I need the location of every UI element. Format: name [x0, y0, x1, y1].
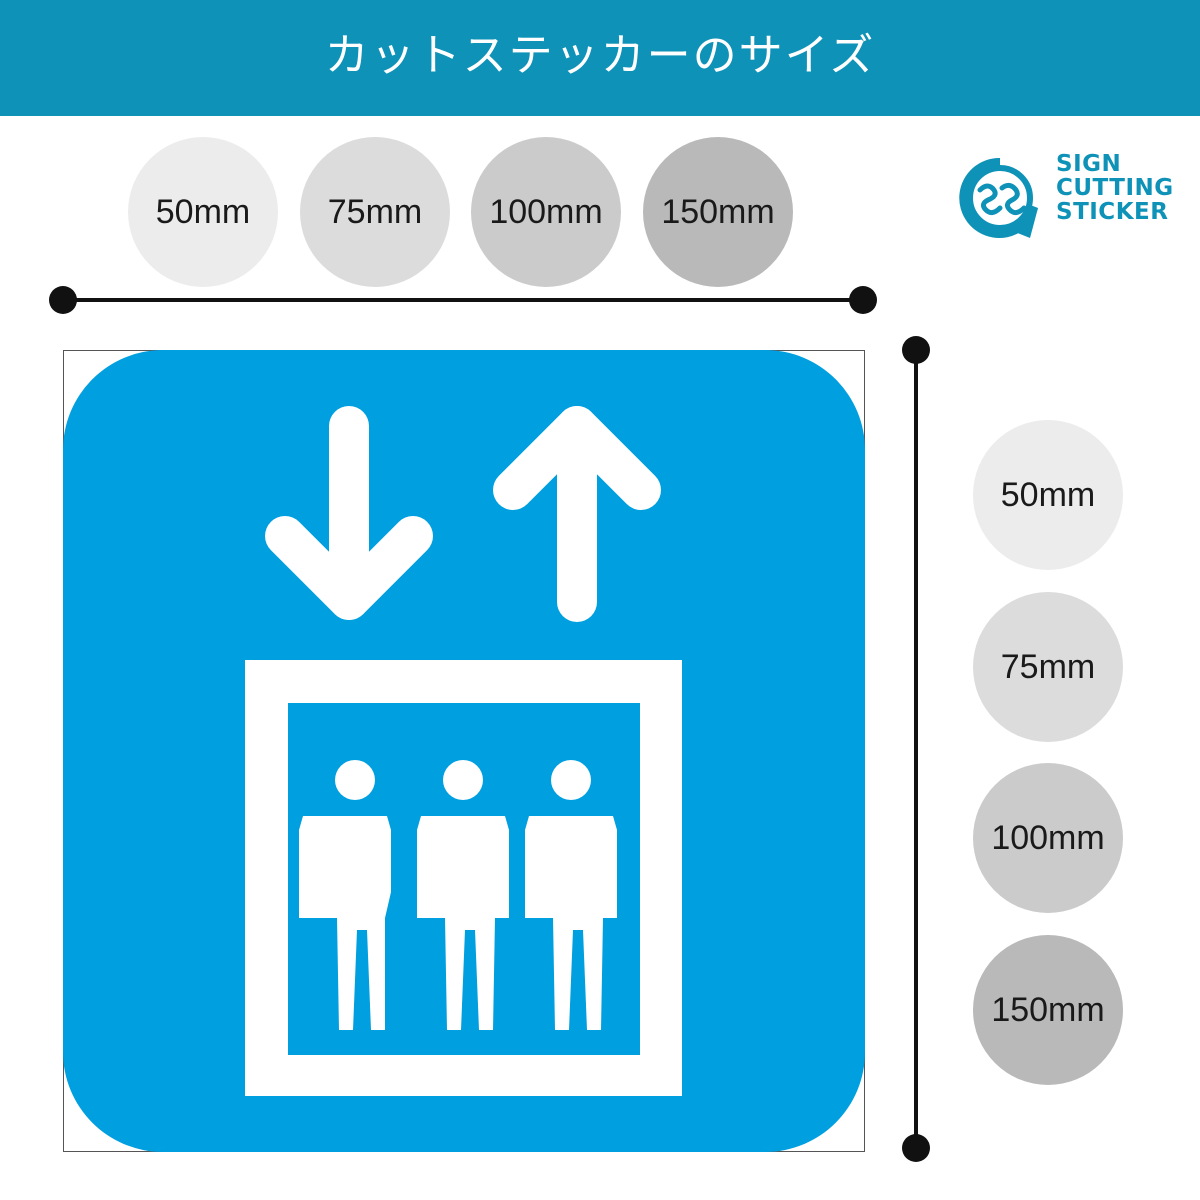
sticker-logo-icon: [959, 157, 1038, 238]
elevator-sign: [63, 350, 865, 1152]
brand-logo: SIGN CUTTING STICKER: [950, 150, 1190, 240]
size-circle-side-75: 75mm: [973, 592, 1123, 742]
size-circle-top-100: 100mm: [471, 137, 621, 287]
header-bar: カットステッカーのサイズ: [0, 0, 1200, 116]
width-dimension-end-dot: [849, 286, 877, 314]
up-arrow-icon: [493, 406, 661, 622]
person-icon-left: [299, 760, 391, 1030]
size-circle-side-150: 150mm: [973, 935, 1123, 1085]
width-dimension-start-dot: [49, 286, 77, 314]
width-dimension-line: [63, 298, 863, 302]
size-circle-top-75: 75mm: [300, 137, 450, 287]
logo-wordmark: SIGN CUTTING STICKER: [1056, 152, 1174, 224]
person-icon-right: [525, 760, 617, 1030]
height-dimension-end-dot: [902, 1134, 930, 1162]
height-dimension-start-dot: [902, 336, 930, 364]
size-circle-side-50: 50mm: [973, 420, 1123, 570]
person-icon-middle: [417, 760, 509, 1030]
logo-line-sign: SIGN: [1056, 151, 1122, 177]
size-circle-side-100: 100mm: [973, 763, 1123, 913]
height-dimension-line: [914, 350, 918, 1150]
logo-line-sticker: STICKER: [1056, 199, 1169, 225]
logo-line-cutting: CUTTING: [1056, 175, 1174, 201]
size-circle-top-50: 50mm: [128, 137, 278, 287]
size-circle-top-150: 150mm: [643, 137, 793, 287]
page-title: カットステッカーのサイズ: [324, 30, 876, 81]
down-arrow-icon: [265, 406, 433, 620]
